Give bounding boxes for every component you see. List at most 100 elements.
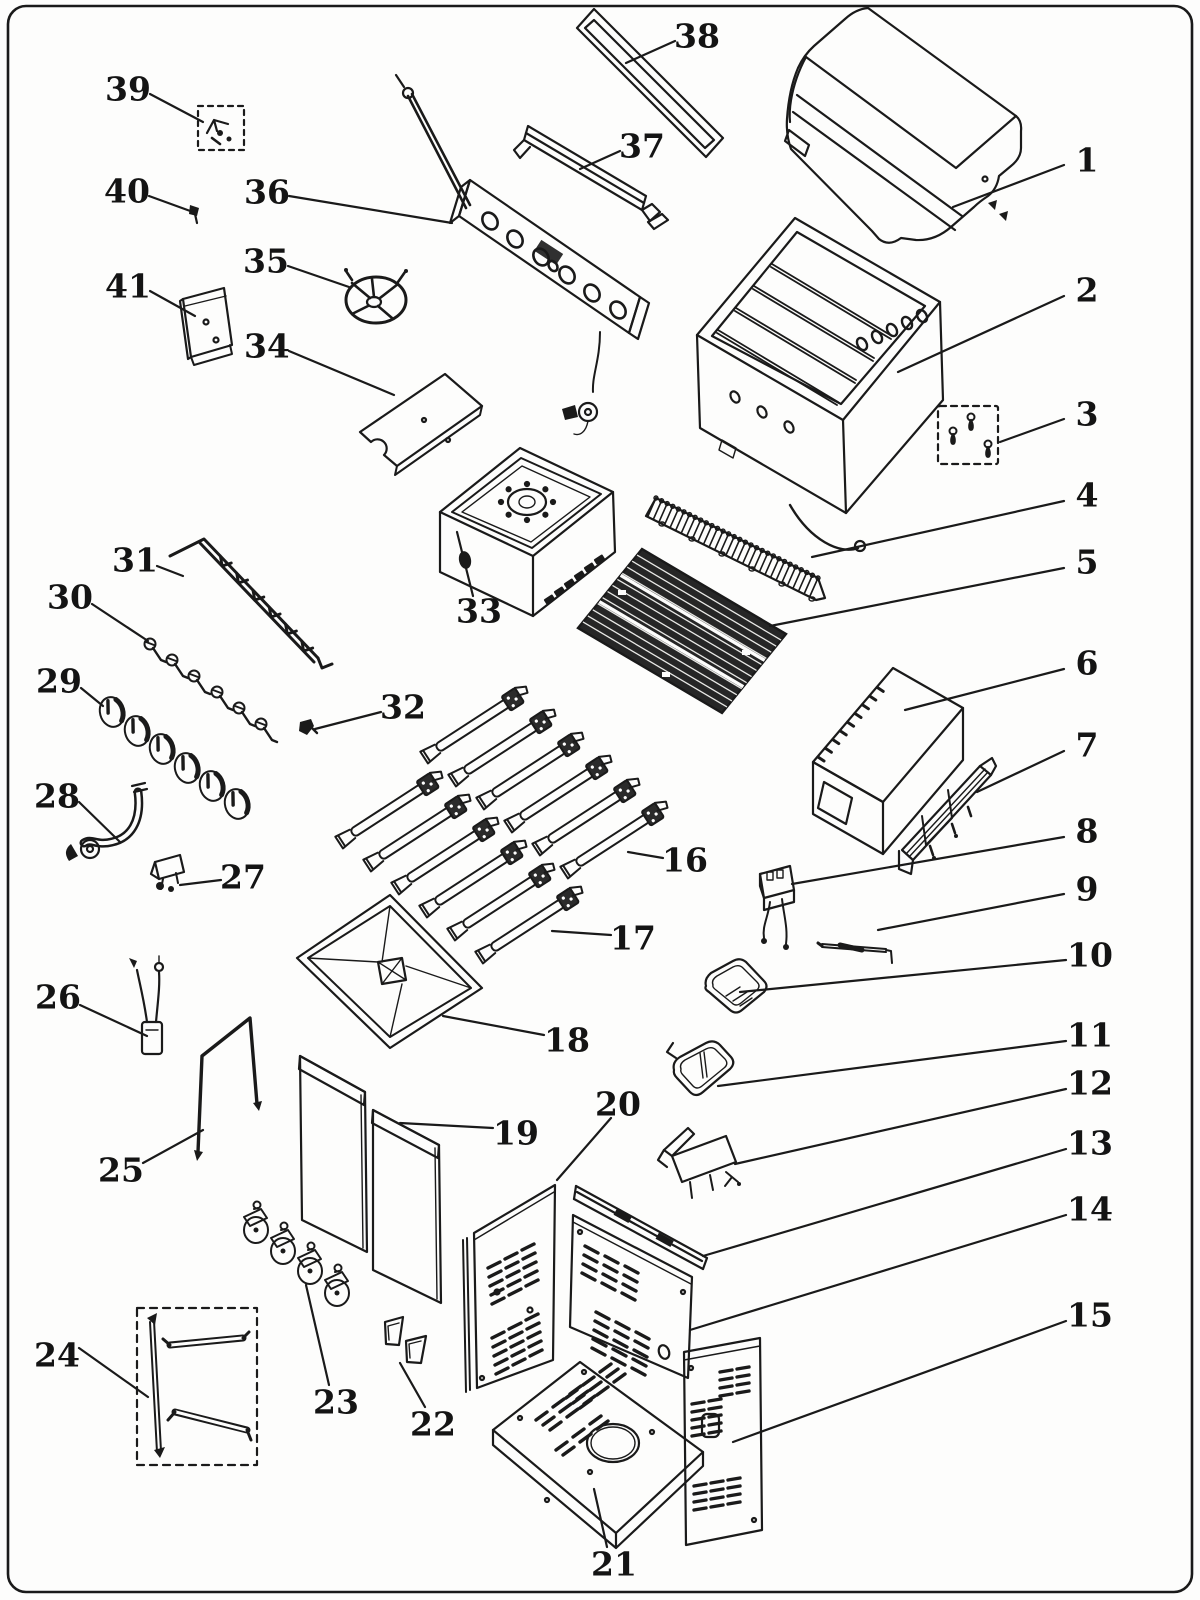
part-number-label-support-rail: 13 (1067, 1124, 1113, 1163)
part-25-frame-rod (194, 1016, 262, 1161)
leader-line-10 (738, 958, 1068, 994)
part-number-label-cooking-grates: 5 (1076, 543, 1099, 582)
part-15-side-panel-right (682, 1336, 764, 1547)
part-number-label-mounting-bracket: 12 (1067, 1064, 1113, 1103)
part-number-label-side-burner-box: 33 (456, 592, 502, 631)
part-number-label-warming-rack: 4 (1076, 476, 1099, 515)
part-17-burner-tubes (334, 770, 584, 965)
part-number-label-control-knobs: 29 (36, 662, 82, 701)
leader-line-21 (592, 1487, 609, 1549)
part-2-firebox (695, 216, 945, 553)
part-36-control-panel (394, 73, 651, 436)
part-30-valve-screws (143, 637, 279, 744)
leader-line-35 (286, 264, 351, 289)
leader-line-40 (147, 194, 195, 214)
part-32-screw (299, 719, 319, 735)
leader-line-15 (731, 1319, 1068, 1444)
part-number-label-clip-bracket: 27 (220, 858, 266, 897)
part-9-support-rod (816, 941, 893, 964)
part-11-grease-cup (665, 1040, 735, 1097)
part-number-label-clip-pack: 39 (105, 70, 151, 109)
part-number-label-rear-panel: 14 (1067, 1190, 1113, 1229)
part-3-hardware-pack (936, 404, 1000, 466)
leader-line-31 (155, 564, 185, 578)
part-number-label-casters: 23 (313, 1383, 359, 1422)
leader-line-34 (287, 349, 396, 397)
leader-line-38 (624, 39, 677, 65)
part-6-grease-housing (811, 666, 965, 856)
part-number-label-louvered-panel: 7 (1076, 726, 1099, 765)
leader-line-22 (398, 1361, 427, 1409)
leader-line-41 (148, 289, 197, 318)
part-8-igniter-module (758, 864, 796, 950)
part-20-side-panel-left (462, 1183, 557, 1393)
leader-line-33 (455, 530, 475, 598)
part-number-label-side-shelf-plate: 34 (244, 327, 290, 366)
part-number-label-screw: 32 (380, 688, 426, 727)
part-labels: 1234567891011121314151617181920212223242… (34, 17, 1113, 1584)
part-number-label-valve-screws: 30 (47, 578, 93, 617)
part-number-label-handle-bar: 37 (619, 127, 665, 166)
part-12-mounting-bracket (656, 1126, 741, 1199)
page-border (6, 4, 1194, 1594)
part-number-label-hardware-pack: 3 (1076, 395, 1099, 434)
leader-line-5 (768, 566, 1066, 628)
part-39-clip-pack (196, 104, 246, 152)
panel-vent-slots (486, 1242, 751, 1512)
leader-line-9 (876, 892, 1066, 932)
part-number-label-grease-cup: 11 (1067, 1016, 1113, 1055)
part-19-door-panels (297, 1054, 443, 1305)
part-10-drip-tray (704, 958, 768, 1014)
part-27-clip-bracket (149, 853, 186, 892)
part-number-label-door-panels: 19 (493, 1114, 539, 1153)
part-41-mounting-plate (178, 286, 234, 366)
leader-line-16 (626, 850, 665, 860)
part-number-label-firebox: 2 (1076, 271, 1099, 310)
leader-line-6 (903, 667, 1066, 712)
leader-line-8 (790, 835, 1066, 886)
leader-line-39 (148, 92, 205, 124)
part-23-casters (243, 1200, 350, 1307)
part-29-control-knobs (98, 696, 251, 820)
part-number-label-frame-rod: 25 (98, 1151, 144, 1190)
part-number-label-side-panel-right: 15 (1067, 1296, 1113, 1335)
part-number-label-screw-small: 40 (104, 172, 150, 211)
leader-line-13 (701, 1147, 1068, 1258)
part-16-burner-tubes (419, 685, 669, 880)
leader-line-32 (313, 710, 383, 731)
part-4-warming-rack (644, 495, 827, 602)
leader-line-37 (578, 149, 622, 171)
part-18-grease-funnel (295, 893, 484, 1050)
part-14-rear-panel (568, 1213, 694, 1380)
part-number-label-mounting-plate: 41 (105, 267, 151, 306)
part-number-label-burner-tube-set-rear: 16 (662, 841, 708, 880)
part-number-label-burner-tube-set-front: 17 (610, 919, 656, 958)
leader-line-19 (398, 1121, 495, 1130)
leader-line-27 (178, 878, 223, 887)
part-28-hose-regulator (65, 781, 149, 861)
leader-line-29 (79, 686, 105, 708)
part-number-label-grease-funnel-pan: 18 (544, 1021, 590, 1060)
leader-line-28 (77, 800, 122, 844)
leader-line-25 (141, 1128, 205, 1165)
part-number-label-hook-rail: 31 (112, 541, 158, 580)
part-number-label-support-rod: 9 (1076, 870, 1099, 909)
leader-line-12 (733, 1087, 1068, 1166)
leader-line-30 (90, 602, 150, 643)
leader-line-2 (896, 294, 1066, 374)
part-40-screw-small (189, 205, 199, 225)
leader-line-20 (555, 1116, 613, 1182)
part-number-label-bottom-panel: 21 (591, 1545, 637, 1584)
part-31-hook-rail (168, 537, 334, 670)
part-number-label-handle-kit: 24 (34, 1336, 80, 1375)
part-34-shelf-plate (358, 372, 484, 476)
part-number-label-hose-regulator: 28 (34, 777, 80, 816)
part-number-label-lid-assembly: 1 (1076, 141, 1099, 180)
part-5-cooking-grates (576, 547, 788, 715)
part-number-label-corner-brackets: 22 (410, 1405, 456, 1444)
part-21-bottom-panel (491, 1360, 705, 1550)
part-number-label-igniter-module: 8 (1076, 812, 1099, 851)
leader-line-36 (287, 194, 454, 225)
